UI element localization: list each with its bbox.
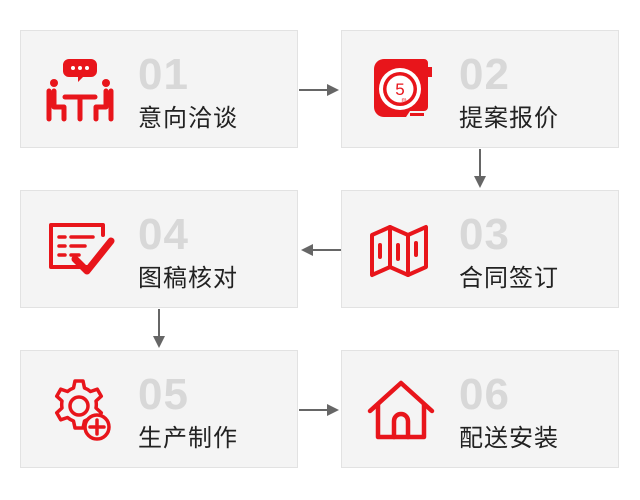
step-number: 06 [459, 370, 510, 419]
house-icon [366, 375, 436, 445]
step-label: 合同签订 [459, 264, 559, 292]
step-number: 03 [459, 210, 510, 259]
tape-measure-icon: 5 m [366, 55, 436, 125]
tape-digit: 5 [395, 80, 404, 99]
arrow-down [149, 309, 169, 350]
step-number: 04 [138, 210, 189, 259]
map-icon [366, 215, 436, 285]
arrow-right [299, 80, 341, 100]
arrow-right [299, 400, 341, 420]
step-card-04: 04 图稿核对 [20, 190, 298, 308]
checklist-icon [45, 215, 115, 285]
step-number: 02 [459, 50, 510, 99]
step-label: 配送安装 [459, 424, 559, 452]
gear-add-icon [45, 375, 115, 445]
step-card-06: 06 配送安装 [341, 350, 619, 468]
step-card-03: 03 合同签订 [341, 190, 619, 308]
arrow-down [470, 149, 490, 190]
arrow-left [299, 240, 341, 260]
meeting-icon [45, 55, 115, 125]
step-label: 提案报价 [459, 104, 559, 132]
step-card-01: 01 意向洽谈 [20, 30, 298, 148]
step-label: 生产制作 [138, 424, 238, 452]
step-number: 01 [138, 50, 189, 99]
step-card-05: 05 生产制作 [20, 350, 298, 468]
step-label: 图稿核对 [138, 264, 238, 292]
step-card-02: 5 m 02 提案报价 [341, 30, 619, 148]
step-label: 意向洽谈 [138, 104, 238, 132]
tape-unit: m [402, 98, 407, 104]
step-number: 05 [138, 370, 189, 419]
